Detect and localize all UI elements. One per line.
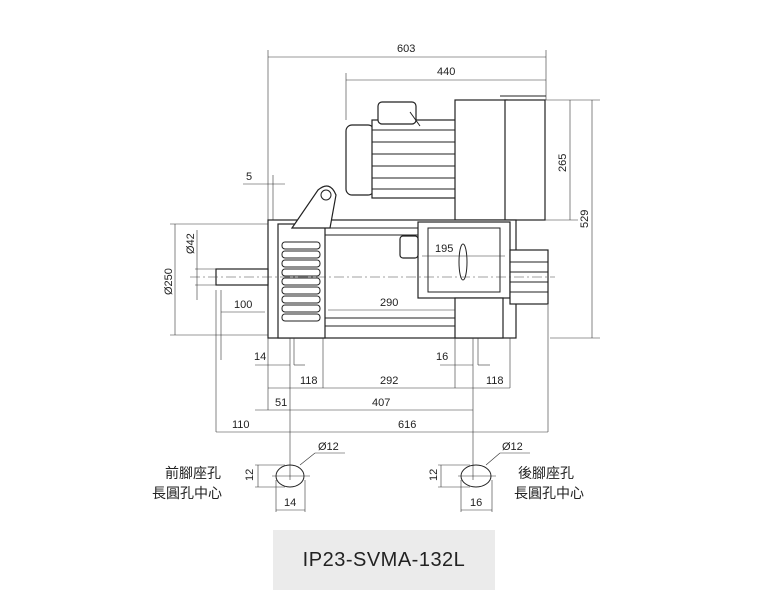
svg-text:616: 616: [398, 419, 416, 431]
svg-text:長圓孔中心: 長圓孔中心: [514, 486, 584, 502]
svg-text:Ø42: Ø42: [185, 233, 197, 254]
svg-text:Ø12: Ø12: [502, 441, 523, 453]
dim-42: Ø42: [185, 230, 216, 300]
motor-body: [215, 185, 549, 339]
rear-hole-detail: Ø12 12 16 後腳座孔 長圓孔中心: [428, 441, 584, 512]
svg-text:407: 407: [372, 397, 390, 409]
dim-250: Ø250: [163, 223, 268, 336]
svg-text:16: 16: [436, 351, 448, 363]
svg-text:前腳座孔: 前腳座孔: [165, 465, 221, 482]
blower-motor: [345, 95, 546, 221]
model-label: IP23-SVMA-132L: [273, 530, 495, 590]
front-hole-detail: Ø12 12 14 前腳座孔 長圓孔中心: [152, 441, 345, 512]
svg-text:603: 603: [397, 43, 415, 55]
dim-265: 265: [557, 100, 571, 220]
svg-text:118: 118: [486, 375, 504, 387]
svg-text:5: 5: [246, 171, 252, 183]
dim-195: 195: [422, 243, 505, 257]
dim-603: 603: [268, 43, 546, 58]
bottom-extension-lines: [215, 290, 549, 480]
svg-text:118: 118: [300, 375, 318, 387]
dim-529: 529: [579, 100, 593, 338]
svg-text:後腳座孔: 後腳座孔: [518, 466, 574, 482]
dim-row-3: 51 407: [255, 397, 473, 411]
dim-row-2: 118 292 118: [268, 375, 510, 389]
svg-text:51: 51: [275, 397, 287, 409]
svg-text:14: 14: [254, 351, 266, 363]
svg-text:292: 292: [380, 375, 398, 387]
dim-440: 440: [346, 66, 546, 81]
svg-text:12: 12: [428, 469, 440, 481]
svg-text:110: 110: [232, 419, 250, 431]
svg-text:14: 14: [284, 497, 296, 509]
dim-row-4: 110 616: [216, 419, 548, 433]
svg-text:290: 290: [380, 297, 398, 309]
svg-text:529: 529: [579, 210, 591, 228]
svg-text:12: 12: [244, 469, 256, 481]
svg-text:Ø12: Ø12: [318, 441, 339, 453]
dim-100: 100: [220, 290, 265, 360]
svg-text:Ø250: Ø250: [163, 268, 175, 295]
svg-text:100: 100: [234, 299, 252, 311]
svg-text:440: 440: [437, 66, 455, 78]
svg-text:長圓孔中心: 長圓孔中心: [152, 486, 222, 502]
dim-row-1: 14 16: [254, 351, 490, 366]
svg-text:195: 195: [435, 243, 453, 255]
svg-text:16: 16: [470, 497, 482, 509]
dim-290: 290: [328, 297, 455, 311]
dim-5: 5: [243, 171, 285, 220]
svg-text:265: 265: [557, 154, 569, 172]
